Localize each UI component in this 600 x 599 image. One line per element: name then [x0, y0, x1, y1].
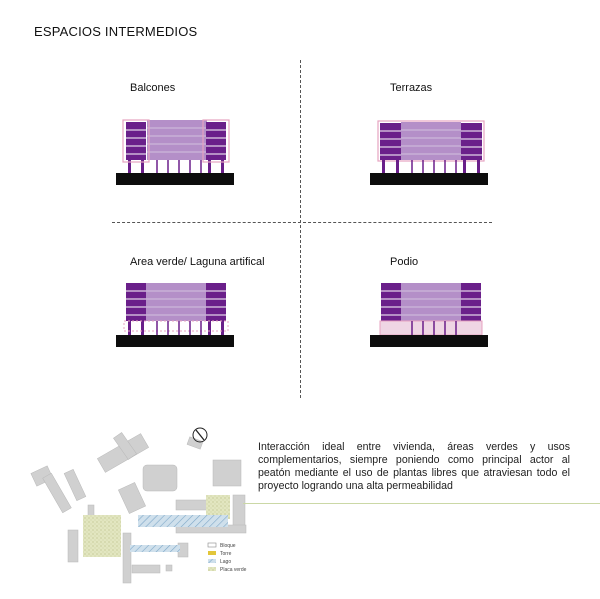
- legend-swatch-lago: [208, 559, 216, 563]
- label-podio: Podio: [390, 256, 419, 268]
- legend-label-torre: Torre: [220, 551, 232, 557]
- building-diagram-terrazas: [370, 120, 488, 185]
- label-terrazas: Terrazas: [390, 82, 433, 94]
- horizontal-divider: [112, 222, 492, 223]
- building-diagram-podio: [370, 283, 488, 347]
- label-balcones: Balcones: [130, 82, 176, 94]
- description-text: Interacción ideal entre vivienda, áreas …: [258, 441, 570, 492]
- legend-label-bloque: Bloque: [220, 543, 236, 549]
- page-title: ESPACIOS INTERMEDIOS: [34, 24, 198, 39]
- building-diagram-area-verde: [116, 283, 234, 347]
- site-plan: Bloque Torre Lago Placa verde: [30, 427, 247, 584]
- green-rule: [243, 503, 600, 504]
- legend-swatch-bloque: [207, 542, 217, 548]
- vertical-divider: [300, 60, 301, 398]
- building-diagram-balcones: [116, 119, 234, 185]
- label-area-verde: Area verde/ Laguna artifical: [130, 256, 265, 268]
- legend-label-placa-verde: Placa verde: [220, 567, 247, 573]
- legend-swatch-placa-verde: [208, 567, 216, 571]
- legend-label-lago: Lago: [220, 559, 231, 565]
- legend-swatch-torre: [208, 551, 216, 555]
